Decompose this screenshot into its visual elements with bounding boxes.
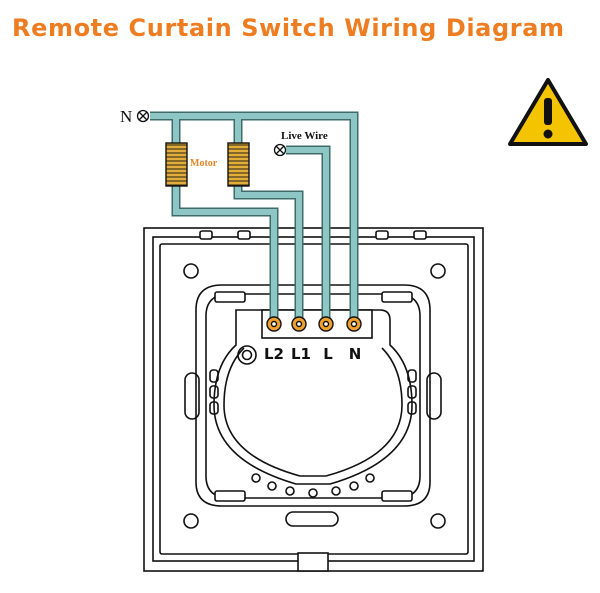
switch-body [213,309,413,498]
live-wire-label: Live Wire [281,130,328,142]
motor-coil-2 [227,142,250,187]
mounting-frame [184,284,442,527]
switch-plate [143,227,484,572]
diagram-title: Remote Curtain Switch Wiring Diagram [12,14,565,42]
terminal-label-l1: L1 [291,345,311,363]
terminal-screws [266,316,362,332]
warning-triangle-icon [508,78,588,146]
neutral-label: N [120,107,132,126]
neutral-terminal-icon [136,109,150,123]
live-wire-terminal-icon [273,143,287,157]
terminal-label-l: L [323,345,333,363]
terminal-label-n: N [349,345,362,363]
motor-label: Motor [190,158,218,169]
terminal-label-l2: L2 [264,345,284,363]
motor-coil-1 [165,142,188,187]
